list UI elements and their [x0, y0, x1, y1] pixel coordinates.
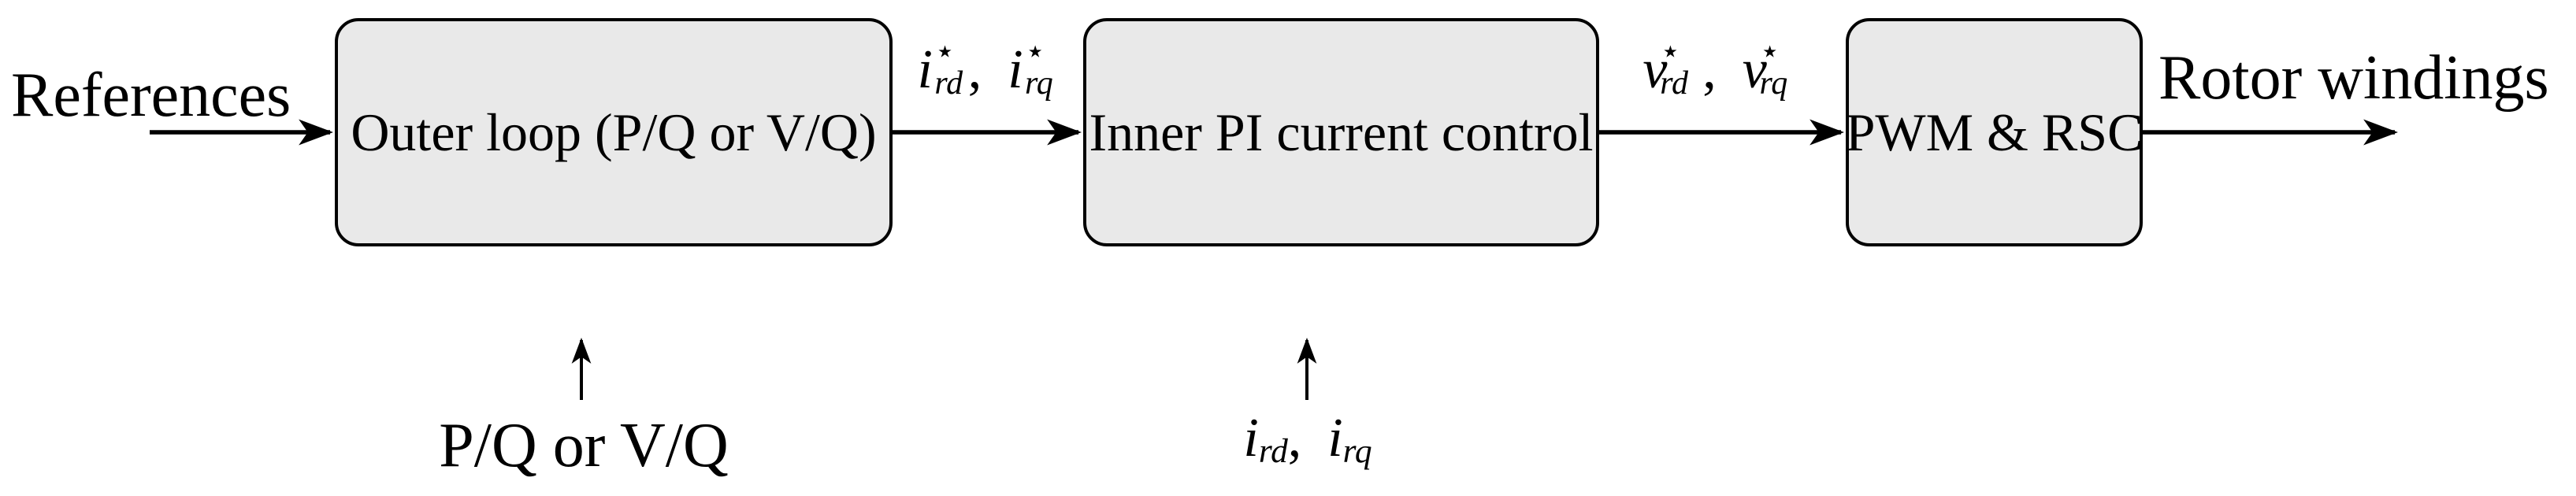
math-subscript: rq	[1025, 65, 1053, 102]
math-subscript: rd	[934, 65, 963, 102]
math-subscript: rq	[1759, 65, 1788, 102]
signal-label-voltage-reference: v ⋆ rd , v ⋆ rq	[1599, 35, 1846, 102]
math-subscript: rd	[1258, 431, 1288, 470]
signal-label-current-reference: i ⋆ rd , i ⋆ rq	[885, 35, 1091, 102]
block-outer-loop: Outer loop (P/Q or V/Q)	[335, 18, 893, 246]
math-symbol-i-rd-star: i ⋆ rd	[918, 35, 968, 102]
star-superscript: ⋆	[1660, 33, 1681, 70]
separator-comma: ,	[967, 39, 982, 100]
math-base: i	[917, 39, 933, 100]
feedback-label-rotor-currents: ird, irq	[1111, 411, 1505, 468]
math-base: v	[1642, 39, 1668, 100]
math-base: i	[1327, 408, 1343, 468]
math-base: v	[1742, 39, 1767, 100]
math-subscript: rd	[1660, 65, 1689, 102]
math-symbol-v-rd-star: v ⋆ rd	[1642, 35, 1702, 102]
math-symbol-i-rq: irq	[1327, 408, 1372, 468]
star-superscript: ⋆	[1025, 33, 1046, 70]
star-superscript: ⋆	[934, 33, 956, 70]
math-subscript: rq	[1342, 431, 1372, 470]
feedback-label-pq-vq: P/Q or V/Q	[439, 411, 729, 480]
separator-comma: ,	[1702, 39, 1717, 100]
math-base: i	[1008, 39, 1023, 100]
block-inner-pi-current-control: Inner PI current control	[1083, 18, 1599, 246]
block-outer-loop-label: Outer loop (P/Q or V/Q)	[351, 102, 877, 162]
separator-comma: ,	[1287, 408, 1302, 468]
block-pwm-rsc: PWM & RSC	[1846, 18, 2143, 246]
math-symbol-i-rq-star: i ⋆ rq	[1008, 35, 1058, 102]
block-inner-pi-label: Inner PI current control	[1089, 102, 1594, 162]
math-symbol-i-rd: ird	[1243, 408, 1287, 468]
block-pwm-rsc-label: PWM & RSC	[1845, 102, 2144, 162]
output-label-rotor-windings: Rotor windings	[2158, 43, 2549, 113]
math-base: i	[1243, 408, 1259, 468]
math-symbol-v-rq-star: v ⋆ rq	[1743, 35, 1802, 102]
star-superscript: ⋆	[1759, 33, 1780, 70]
input-label-references: References	[11, 61, 291, 130]
